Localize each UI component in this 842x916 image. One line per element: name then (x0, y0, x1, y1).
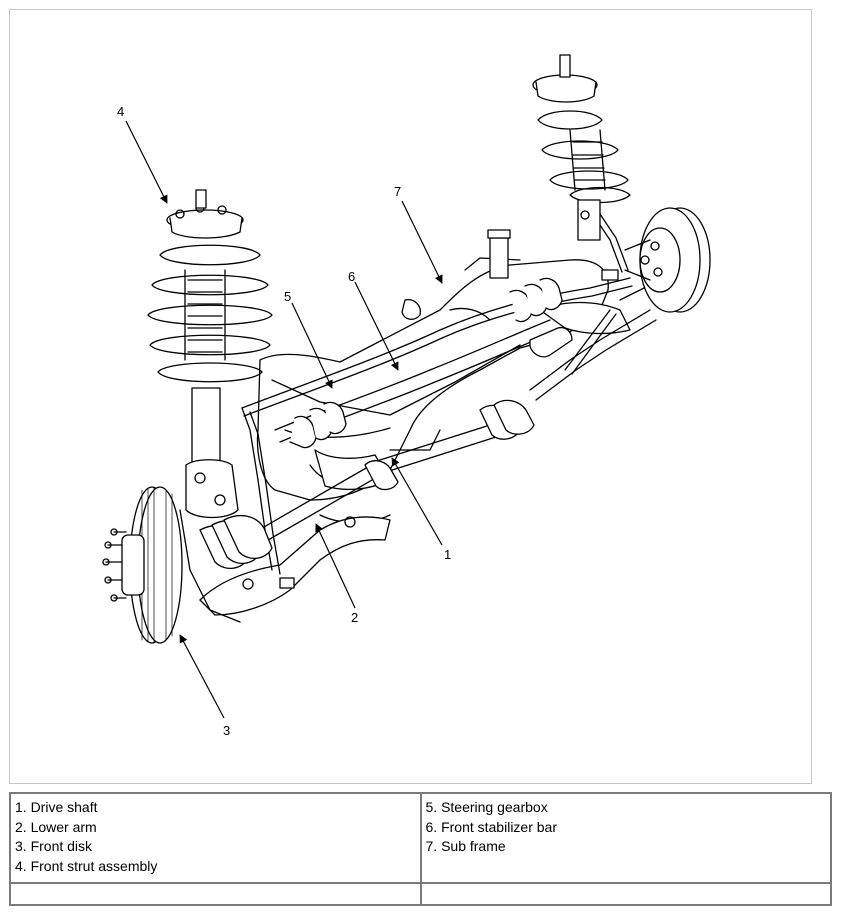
legend-item-stabilizer-bar: 6. Front stabilizer bar (425, 818, 558, 835)
legend-item-lower-arm: 2. Lower arm (15, 818, 97, 835)
legend-item-drive-shaft: 1. Drive shaft (15, 799, 98, 815)
legend-blank-right (419, 881, 832, 907)
front-disk-right-shape (624, 207, 711, 313)
callout-4: 4 (117, 104, 124, 119)
legend-row: 1. Drive shaft 2. Lower arm 3. Front dis… (9, 792, 832, 884)
front-strut-left-shape (147, 189, 273, 623)
callout-2: 2 (351, 610, 358, 625)
legend-item-front-disk: 3. Front disk (15, 838, 93, 854)
callout-7: 7 (394, 184, 401, 199)
front-strut-right-shape (532, 54, 631, 241)
front-disk-left-shape (102, 486, 183, 644)
drive-shaft-shape (199, 309, 657, 569)
legend-right-cell: 5. Steering gearbox 6. Front stabilizer … (419, 792, 832, 884)
callout-3: 3 (223, 723, 230, 738)
legend-blank-left (9, 881, 422, 907)
steering-gearbox-shape (274, 229, 661, 449)
figure-frame: 1 2 3 4 5 6 7 (9, 9, 812, 784)
legend-left-cell: 1. Drive shaft 2. Lower arm 3. Front dis… (9, 792, 422, 884)
legend-blank-row (9, 881, 832, 907)
legend-item-sub-frame: 7. Sub frame (425, 838, 506, 854)
legend-item-front-strut: 4. Front strut assembly (15, 857, 158, 874)
callouts: 1 2 3 4 5 6 7 (117, 104, 451, 738)
lower-arm-shape (199, 301, 631, 616)
callout-1: 1 (444, 547, 451, 562)
callout-6: 6 (348, 269, 355, 284)
legend-table: 1. Drive shaft 2. Lower arm 3. Front dis… (9, 792, 832, 907)
front-suspension-diagram: 1 2 3 4 5 6 7 (102, 54, 711, 738)
legend-item-steering-gearbox: 5. Steering gearbox (425, 799, 548, 815)
callout-5: 5 (284, 289, 291, 304)
